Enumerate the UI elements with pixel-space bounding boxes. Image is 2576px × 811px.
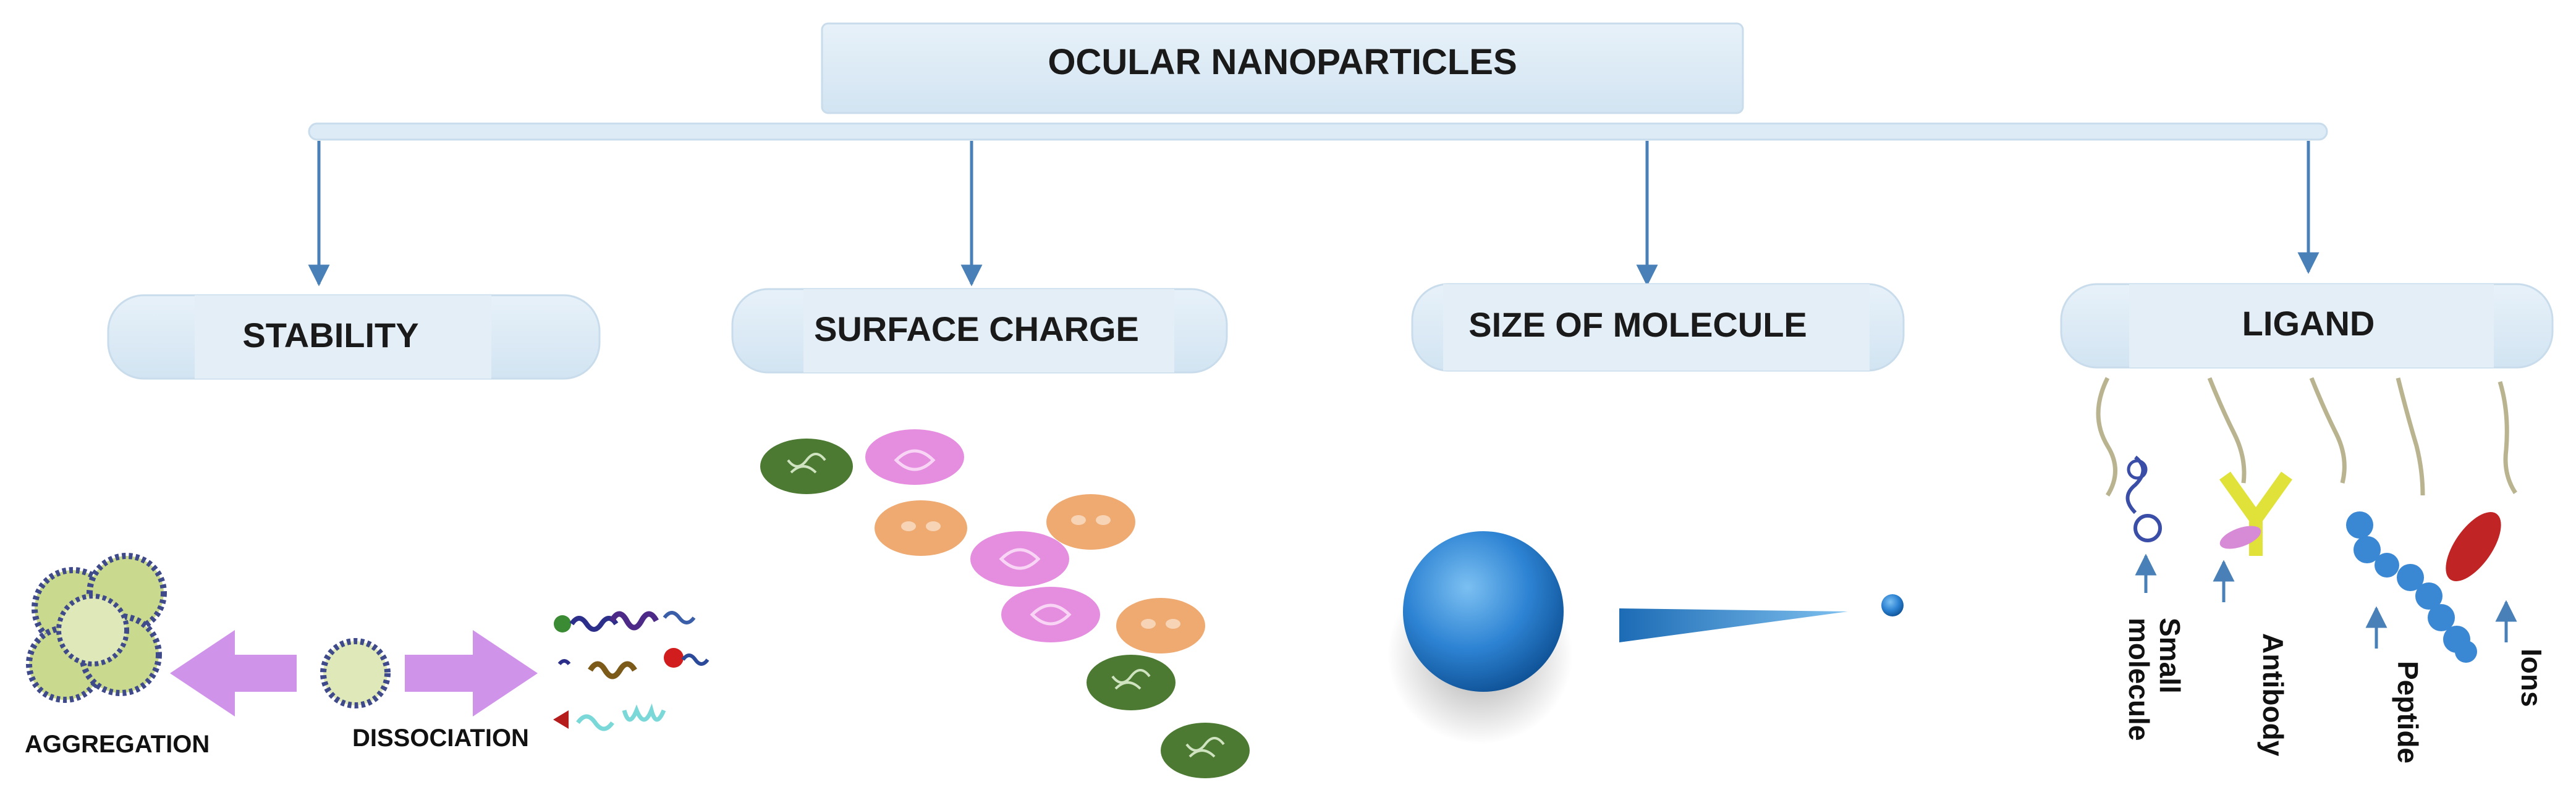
stability-illustration: AGGREGATION DISSOCIATION xyxy=(25,553,710,758)
category-label: LIGAND xyxy=(2242,304,2375,343)
aggregation-label: AGGREGATION xyxy=(25,731,210,758)
free-strand xyxy=(2498,380,2517,494)
ions-label: Ions xyxy=(2515,649,2548,707)
negative-charge-disc xyxy=(760,439,853,494)
horizontal-connector-bar xyxy=(308,122,2328,141)
peptide-strand xyxy=(2309,377,2347,484)
category-surface-charge: SURFACE CHARGE xyxy=(731,288,1228,374)
dissociated-fragments xyxy=(553,611,710,731)
size-illustration xyxy=(1388,531,1904,744)
antibody-label: Antibody xyxy=(2257,633,2289,757)
antibody-strand xyxy=(2207,377,2247,484)
small-molecule-label-line2: molecule xyxy=(2123,618,2155,741)
dissociation-arrow xyxy=(405,630,538,716)
single-nanoparticle xyxy=(320,638,391,708)
surface-charge-illustration xyxy=(760,429,1250,778)
peptide-ligand xyxy=(2346,511,2477,663)
ligand-illustration: Small molecule Antibody Peptide Ions xyxy=(2096,377,2548,763)
dissociation-label: DISSOCIATION xyxy=(352,725,529,752)
neutral-charge-disc xyxy=(875,500,967,556)
peptide-label: Peptide xyxy=(2392,661,2424,763)
connector xyxy=(308,122,2328,287)
positive-charge-disc xyxy=(1001,587,1100,642)
category-label: SURFACE CHARGE xyxy=(814,309,1139,348)
small-molecule-ligand xyxy=(2125,455,2162,542)
large-nanoparticle xyxy=(1403,531,1564,692)
positive-charge-disc xyxy=(970,531,1069,587)
neutral-charge-disc xyxy=(1116,598,1205,653)
small-molecule-label-line1: Small xyxy=(2154,618,2186,694)
category-label: SIZE OF MOLECULE xyxy=(1468,305,1807,344)
category-ligand: LIGAND xyxy=(2060,283,2554,369)
ion-strand xyxy=(2396,377,2425,496)
category-stability: STABILITY xyxy=(107,294,601,380)
aggregation-arrow xyxy=(170,630,297,716)
size-gradient-wedge xyxy=(1619,608,1848,642)
neutral-charge-disc xyxy=(1046,494,1135,550)
small-nanoparticle xyxy=(1881,594,1904,616)
small-molecule-strand xyxy=(2096,377,2117,497)
negative-charge-disc xyxy=(1161,723,1250,778)
negative-charge-disc xyxy=(1087,655,1176,710)
diagram-title: OCULAR NANOPARTICLES xyxy=(1048,42,1517,82)
antibody-ligand xyxy=(2219,471,2292,556)
category-label: STABILITY xyxy=(242,316,418,355)
category-size-of-molecule: SIZE OF MOLECULE xyxy=(1411,283,1905,372)
title-box: OCULAR NANOPARTICLES xyxy=(821,22,1744,114)
aggregate-cluster xyxy=(26,553,167,703)
positive-charge-disc xyxy=(865,429,964,485)
ion-ligand xyxy=(2446,512,2501,581)
